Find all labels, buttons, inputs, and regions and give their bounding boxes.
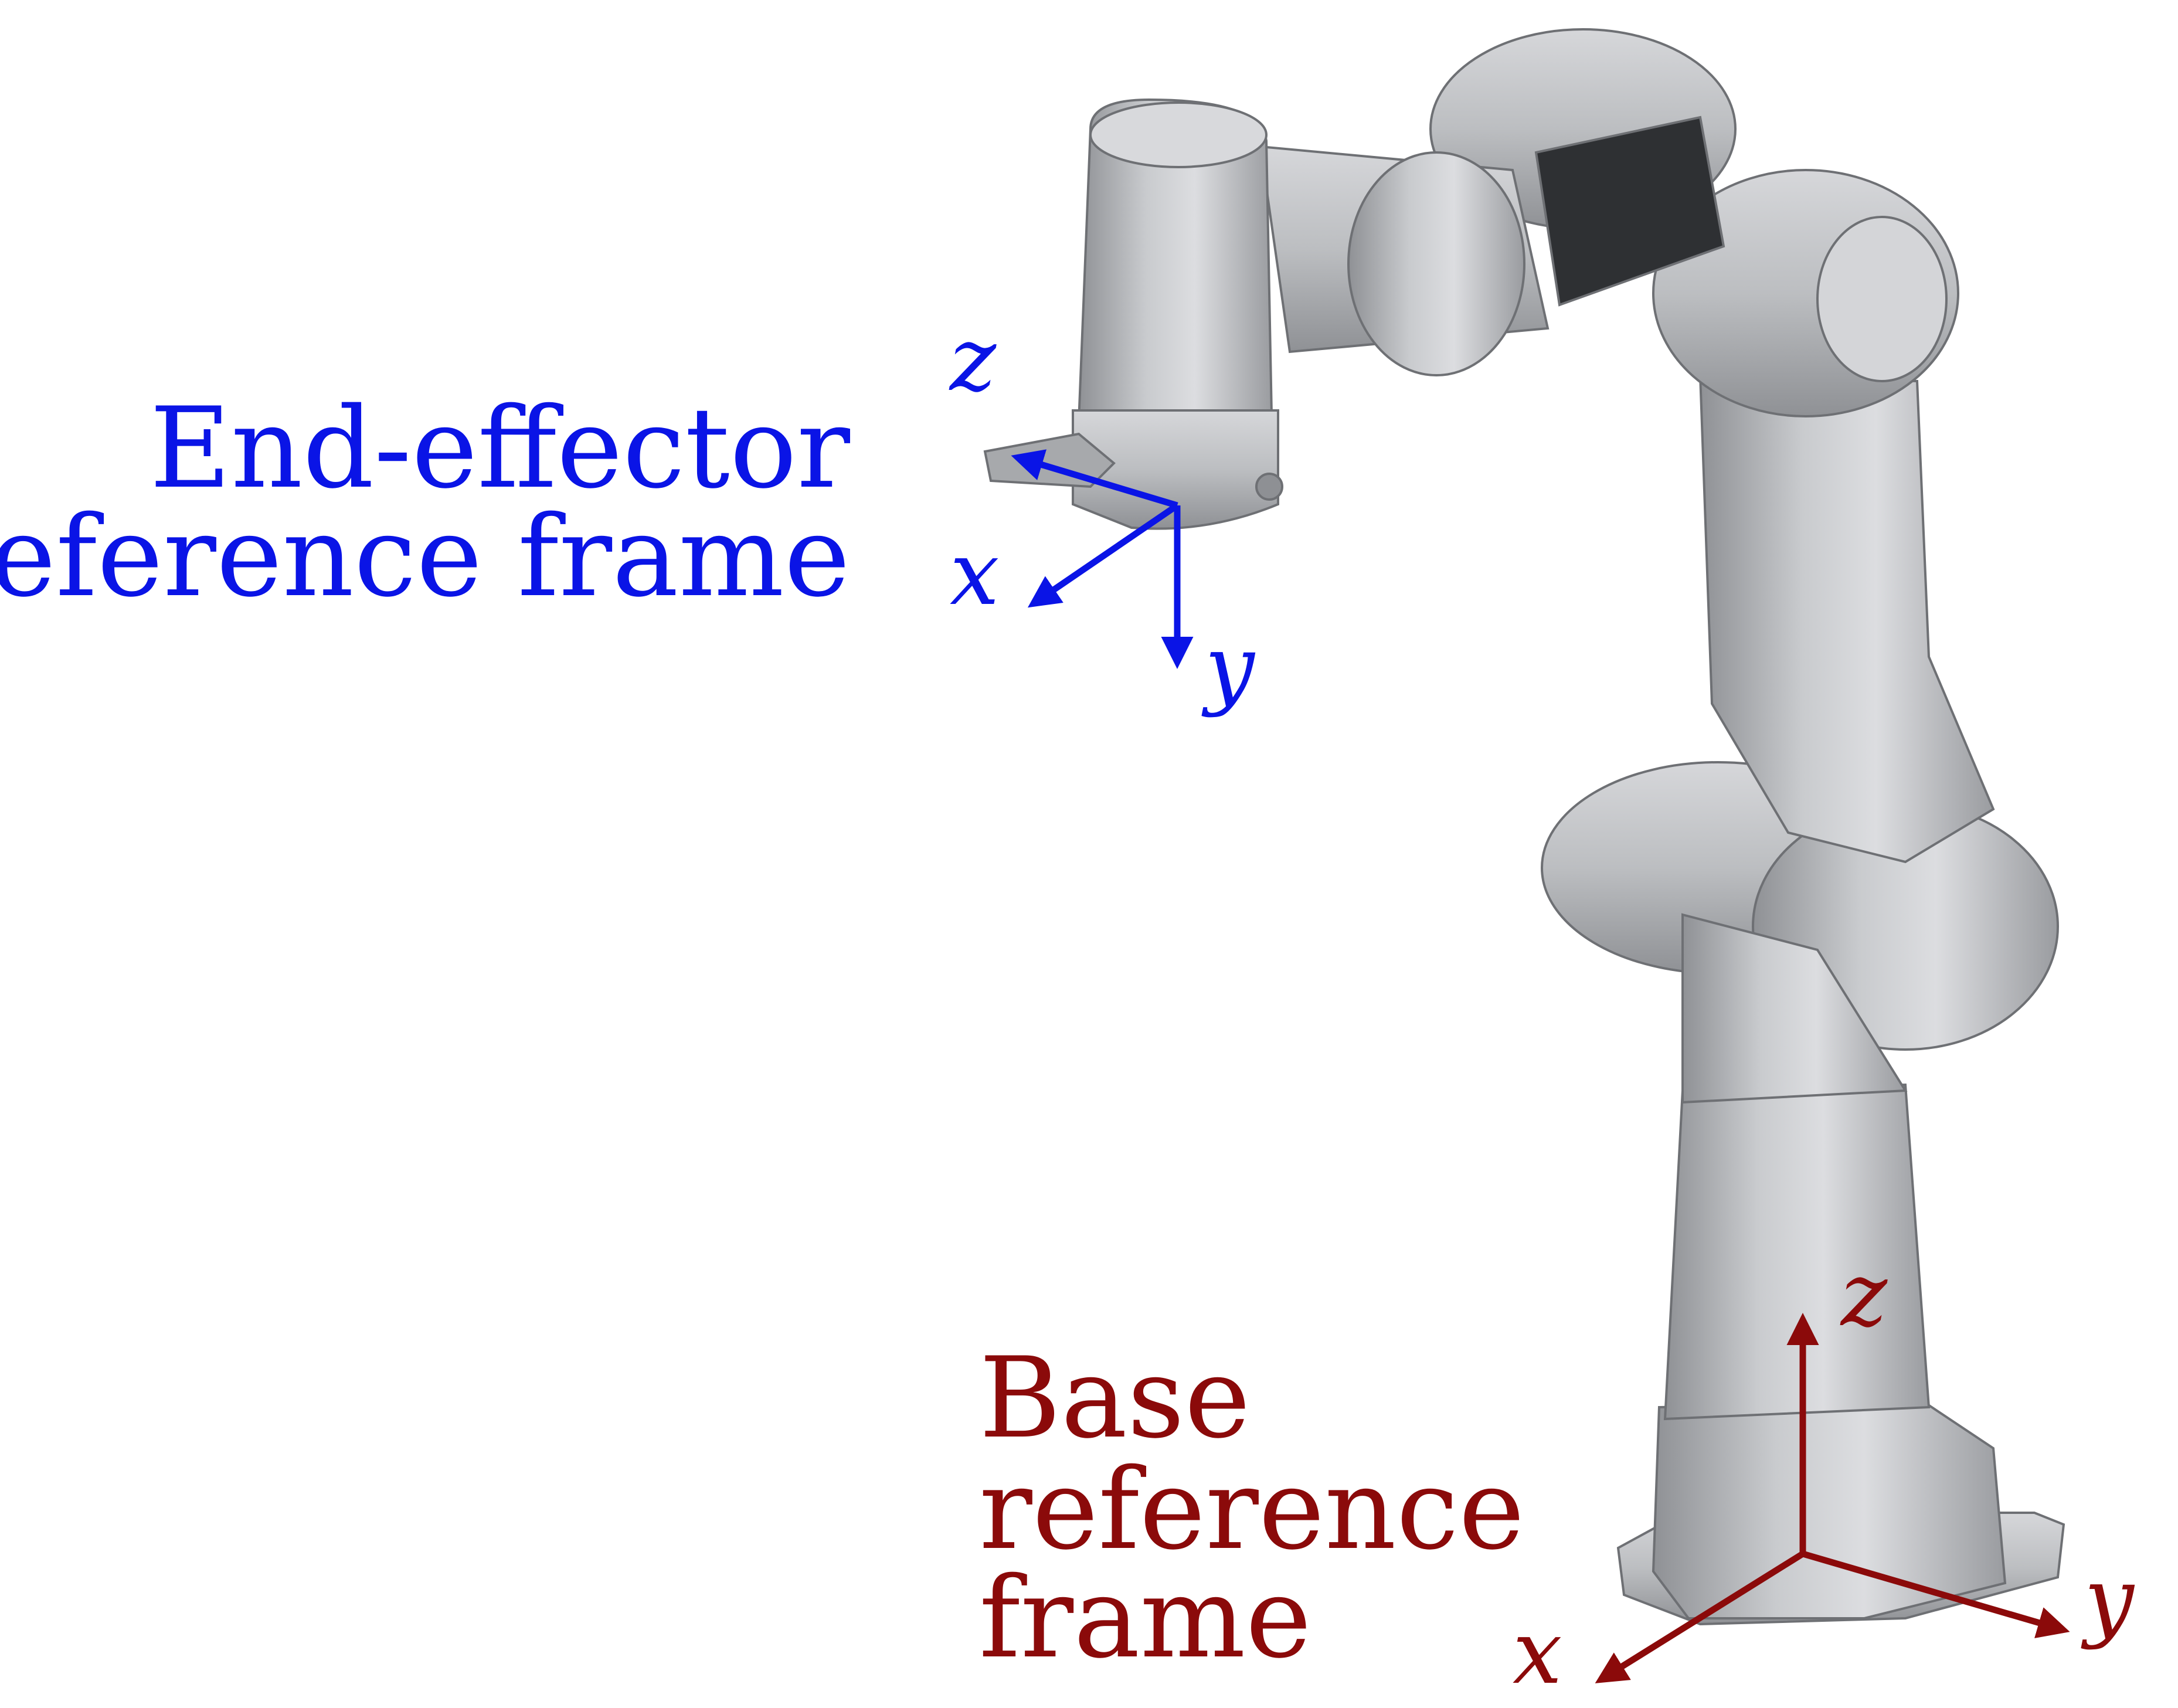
robot-arm xyxy=(983,28,2065,1626)
base-axis-x-label: x xyxy=(1513,1602,1562,1704)
ee-z-axis-arrow xyxy=(1011,449,1178,509)
base-frame-title-line2: reference xyxy=(979,1445,1525,1574)
base-x-axis-arrow xyxy=(1595,1551,1805,1683)
base-frame-title-line3: frame xyxy=(979,1553,1311,1683)
ee-axis-z-label: z xyxy=(949,309,997,411)
robot-joint-6 xyxy=(1347,151,1525,376)
ee-axis-x-label: x xyxy=(950,523,1000,625)
ee-x-axis-arrow xyxy=(1027,502,1180,608)
robot-link-3 xyxy=(1698,373,1995,864)
ee-frame-title-line1: End-effector xyxy=(149,383,850,513)
robot-link-1 xyxy=(1663,1083,1931,1421)
robot-control-panel xyxy=(1534,116,1725,307)
base-frame: z x y Base reference frame xyxy=(979,1244,2135,1704)
robot-link-2 xyxy=(1681,913,1908,1104)
base-y-axis-arrow xyxy=(1802,1550,2070,1639)
robot-joint-4-cap xyxy=(1816,216,1948,382)
ee-frame-title-line2: reference frame xyxy=(0,492,850,622)
base-axis-y-label: y xyxy=(2081,1549,2135,1651)
robot-wrist-top xyxy=(1089,101,1268,168)
ee-frame: z x y End-effector reference frame xyxy=(0,309,1256,719)
base-frame-title-line1: Base xyxy=(979,1333,1251,1463)
ee-axis-y-label: y xyxy=(1201,617,1256,719)
robot-base-pedestal xyxy=(1652,1400,2007,1619)
base-axis-z-label: z xyxy=(1840,1244,1888,1346)
robot-connector xyxy=(1255,473,1283,501)
